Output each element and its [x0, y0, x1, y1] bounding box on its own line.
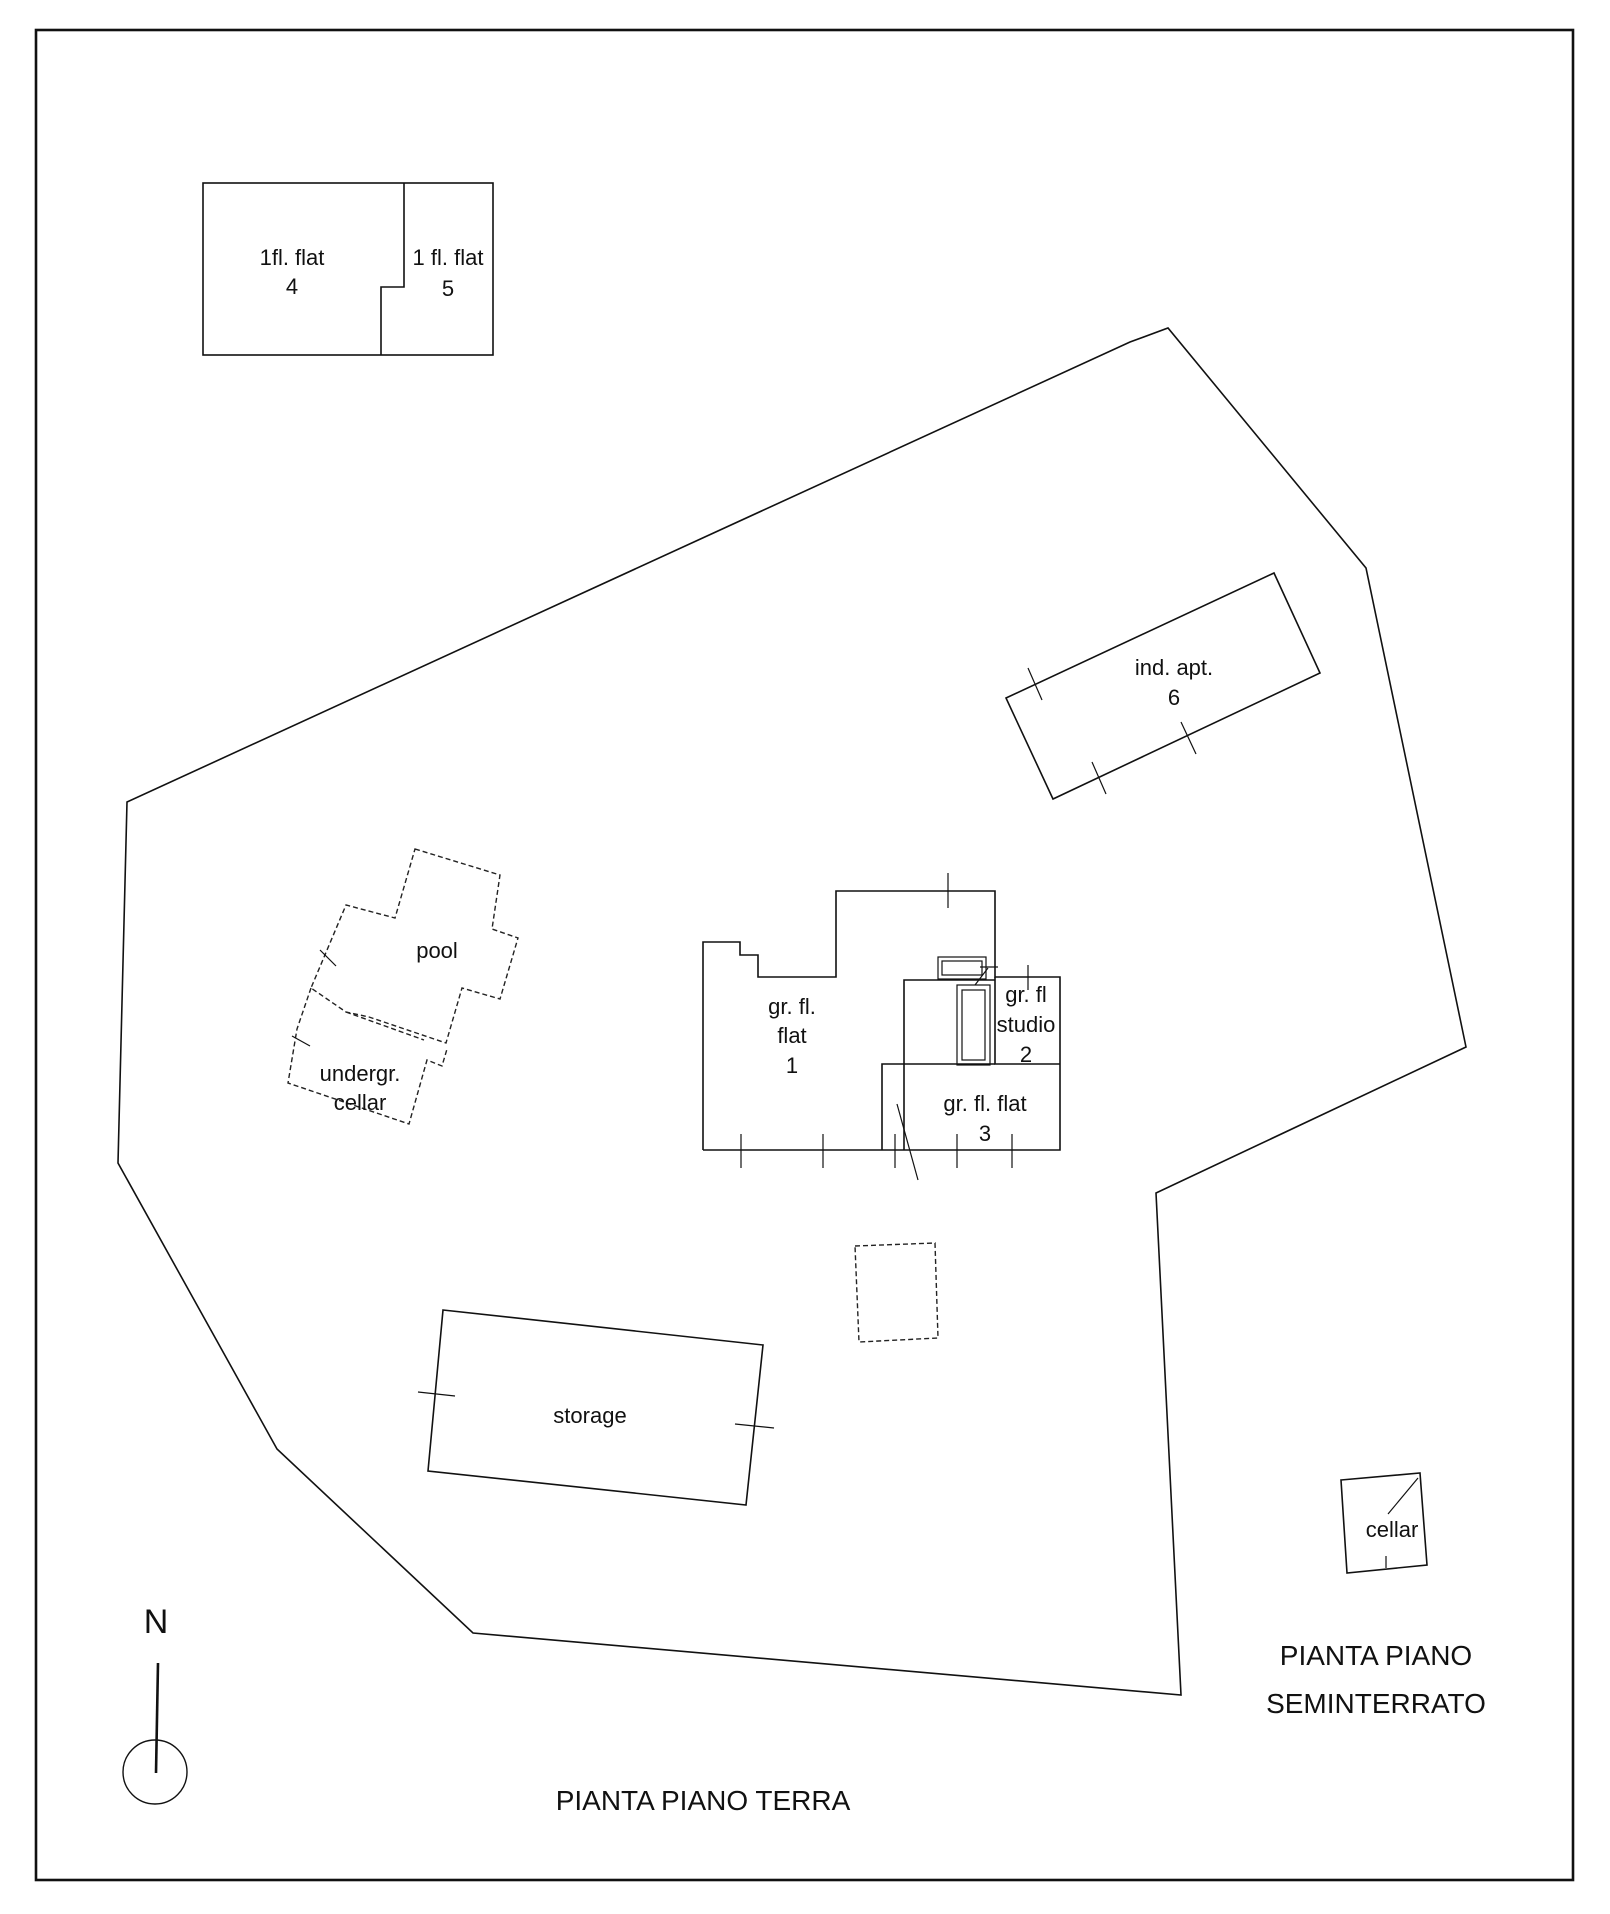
first-floor-flats-4-5: 1fl. flat 4 1 fl. flat 5 — [202, 182, 494, 356]
basement-title-line-1: PIANTA PIANO — [1280, 1640, 1472, 1671]
main-building-flats-1-2-3: gr. fl. flat 1 gr. fl studio 2 gr. fl. f… — [702, 873, 1061, 1181]
dashed-outline-area — [854, 1242, 939, 1343]
underground-cellar-label-2: cellar — [334, 1090, 387, 1115]
cellar-building: cellar — [1340, 1472, 1428, 1574]
flat-4-number: 4 — [286, 274, 298, 299]
studio-2-label-1: gr. fl — [1005, 982, 1047, 1007]
flat-3-number: 3 — [979, 1121, 991, 1146]
apt-6-label: ind. apt. — [1135, 655, 1213, 680]
studio-2-label-2: studio — [997, 1012, 1056, 1037]
basement-title-line-2: SEMINTERRATO — [1266, 1688, 1486, 1719]
flat-5-number: 5 — [442, 276, 454, 301]
drawing-frame — [34, 28, 1575, 1882]
pool-label: pool — [416, 938, 458, 963]
flat-5-label: 1 fl. flat — [413, 245, 484, 270]
flat-1-label-2: flat — [777, 1023, 806, 1048]
property-boundary — [117, 327, 1467, 1696]
north-circle-icon — [122, 1739, 188, 1805]
studio-2-number: 2 — [1020, 1042, 1032, 1067]
north-label: N — [144, 1603, 169, 1641]
north-arrow: N — [122, 1603, 188, 1805]
storage-building: storage — [417, 1309, 775, 1506]
flat-4-label: 1fl. flat — [260, 245, 325, 270]
pool-and-underground-cellar: pool undergr. cellar — [287, 848, 519, 1125]
independent-apartment-6: ind. apt. 6 — [1004, 571, 1322, 801]
cellar-label: cellar — [1366, 1517, 1419, 1542]
flat-3-label: gr. fl. flat — [943, 1091, 1026, 1116]
apt-6-number: 6 — [1168, 685, 1180, 710]
flat-1-number: 1 — [786, 1053, 798, 1078]
ground-floor-title: PIANTA PIANO TERRA — [556, 1785, 851, 1816]
flat-1-label-1: gr. fl. — [768, 994, 816, 1019]
storage-label: storage — [553, 1403, 626, 1428]
underground-cellar-label-1: undergr. — [320, 1061, 401, 1086]
